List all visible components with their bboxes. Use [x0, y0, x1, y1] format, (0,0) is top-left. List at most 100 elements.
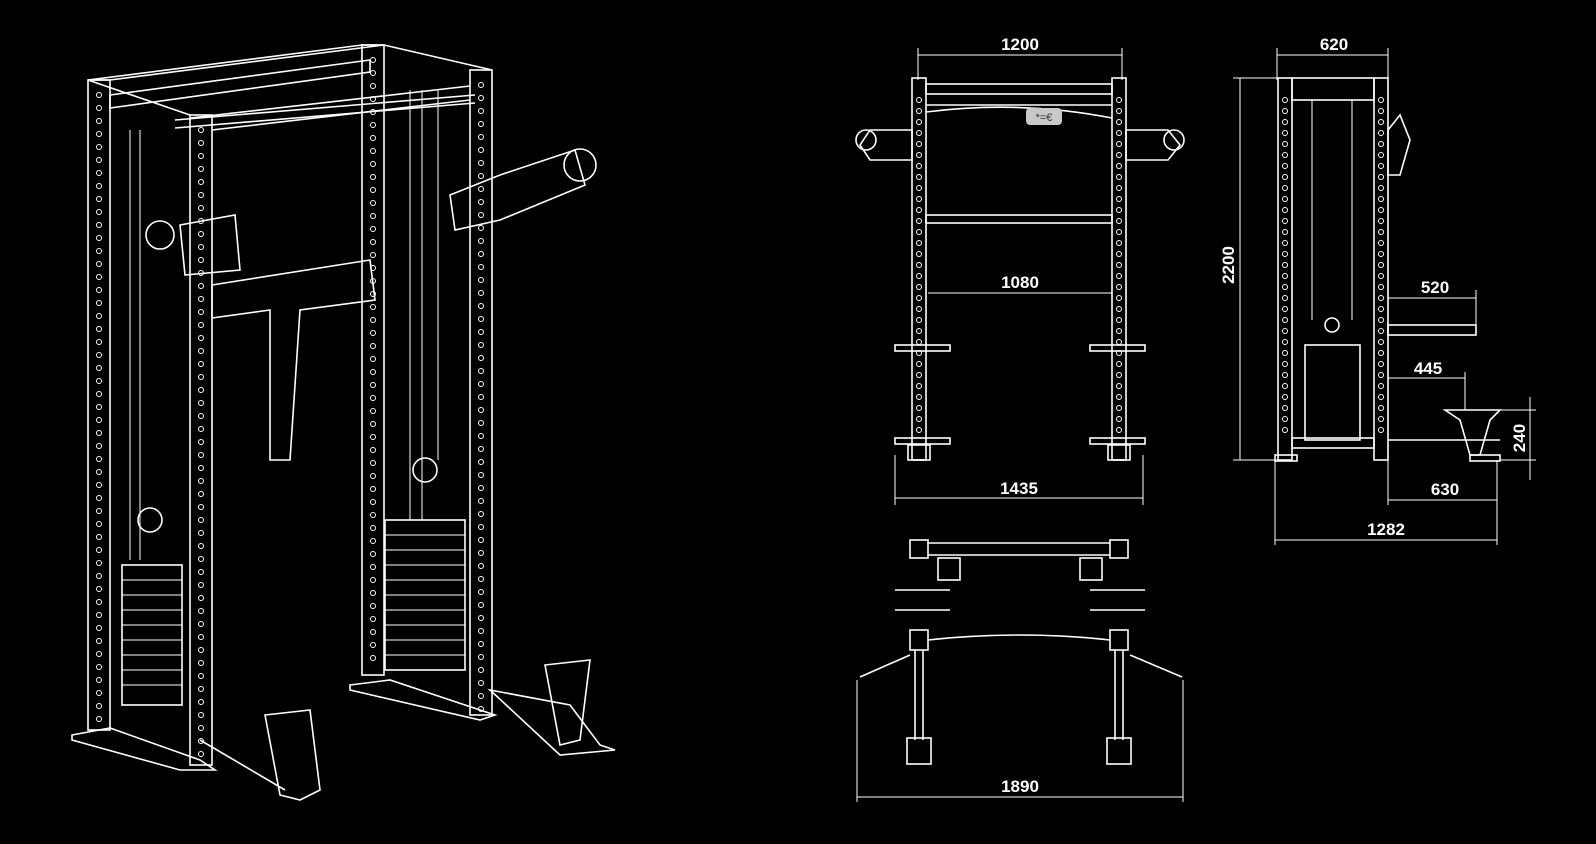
upright-hole [198, 218, 204, 224]
upright-hole [198, 491, 204, 497]
upright-hole [1116, 196, 1122, 202]
upright-hole [370, 109, 376, 115]
upright-hole [478, 446, 484, 452]
upright-hole [478, 303, 484, 309]
upright-hole [370, 135, 376, 141]
badge-text: *=€ [1036, 112, 1053, 124]
upright-hole [370, 486, 376, 492]
upright-hole [478, 121, 484, 127]
upright-hole [478, 420, 484, 426]
upright-hole [198, 348, 204, 354]
upright-hole [1282, 97, 1288, 103]
upright-hole [370, 551, 376, 557]
upright-hole [96, 664, 102, 670]
upright-hole [198, 543, 204, 549]
upright-hole [478, 173, 484, 179]
upright-hole [96, 469, 102, 475]
upright-hole [916, 185, 922, 191]
upright-hole [916, 284, 922, 290]
upright-hole [916, 361, 922, 367]
stack-plates [122, 534, 465, 686]
upright-hole [198, 322, 204, 328]
upright-hole [478, 563, 484, 569]
upright-hole [478, 407, 484, 413]
dim-1200: 1200 [1001, 35, 1039, 54]
upright-hole [1116, 383, 1122, 389]
upright-hole [478, 355, 484, 361]
upright-hole [96, 703, 102, 709]
upright-hole [1378, 339, 1384, 345]
upright-hole [1378, 317, 1384, 323]
upright-hole [1282, 196, 1288, 202]
upright-hole [96, 287, 102, 293]
upright-hole [1116, 416, 1122, 422]
upright-hole [478, 212, 484, 218]
upright-hole [370, 499, 376, 505]
upright-hole [96, 599, 102, 605]
upright-hole [370, 330, 376, 336]
upright-hole [478, 186, 484, 192]
upright-hole [1116, 295, 1122, 301]
dim-1890: 1890 [1001, 777, 1039, 796]
upright-hole [96, 612, 102, 618]
upright-hole [1116, 262, 1122, 268]
upright-hole [370, 187, 376, 193]
upright-hole [478, 459, 484, 465]
upright-hole [1378, 207, 1384, 213]
upright-hole [198, 582, 204, 588]
upright-hole [96, 430, 102, 436]
upright-hole [198, 751, 204, 757]
upright-hole [478, 199, 484, 205]
upright-hole [478, 95, 484, 101]
isometric-rack-view [71, 44, 616, 801]
upright-hole [916, 174, 922, 180]
upright-hole [478, 654, 484, 660]
upright-hole [96, 144, 102, 150]
upright-hole [1282, 328, 1288, 334]
upright-hole [96, 183, 102, 189]
upright-hole [1282, 427, 1288, 433]
upright-hole [1116, 317, 1122, 323]
upright-hole [370, 382, 376, 388]
upright-hole [96, 209, 102, 215]
upright-hole [96, 482, 102, 488]
upright-hole [370, 616, 376, 622]
upright-hole [370, 96, 376, 102]
upright-hole [1116, 339, 1122, 345]
upright-hole [198, 257, 204, 263]
upright-hole [478, 381, 484, 387]
upright-hole [96, 495, 102, 501]
upright-hole [1378, 108, 1384, 114]
upright-hole [96, 365, 102, 371]
upright-hole [478, 550, 484, 556]
upright-hole [1116, 394, 1122, 400]
upright-hole [1378, 152, 1384, 158]
upright-hole [1116, 152, 1122, 158]
upright-hole [478, 342, 484, 348]
upright-hole [1282, 284, 1288, 290]
upright-hole [1116, 229, 1122, 235]
upright-hole [478, 134, 484, 140]
dimension-labels: 1200 1080 1435 1890 620 520 445 630 1282… [1000, 35, 1529, 796]
upright-hole [916, 394, 922, 400]
upright-hole [198, 738, 204, 744]
upright-hole [96, 443, 102, 449]
upright-hole [96, 300, 102, 306]
upright-hole [1282, 185, 1288, 191]
upright-hole [1282, 372, 1288, 378]
upright-hole [1378, 196, 1384, 202]
upright-hole [1378, 251, 1384, 257]
upright-hole [96, 690, 102, 696]
upright-hole [1116, 306, 1122, 312]
upright-hole [370, 83, 376, 89]
upright-hole [1378, 284, 1384, 290]
upright-hole [478, 693, 484, 699]
upright-hole [198, 478, 204, 484]
upright-hole [96, 573, 102, 579]
upright-hole [370, 369, 376, 375]
upright-hole [478, 82, 484, 88]
dim-240: 240 [1510, 424, 1529, 452]
upright-hole [1282, 317, 1288, 323]
upright-hole [96, 248, 102, 254]
upright-hole [1116, 361, 1122, 367]
